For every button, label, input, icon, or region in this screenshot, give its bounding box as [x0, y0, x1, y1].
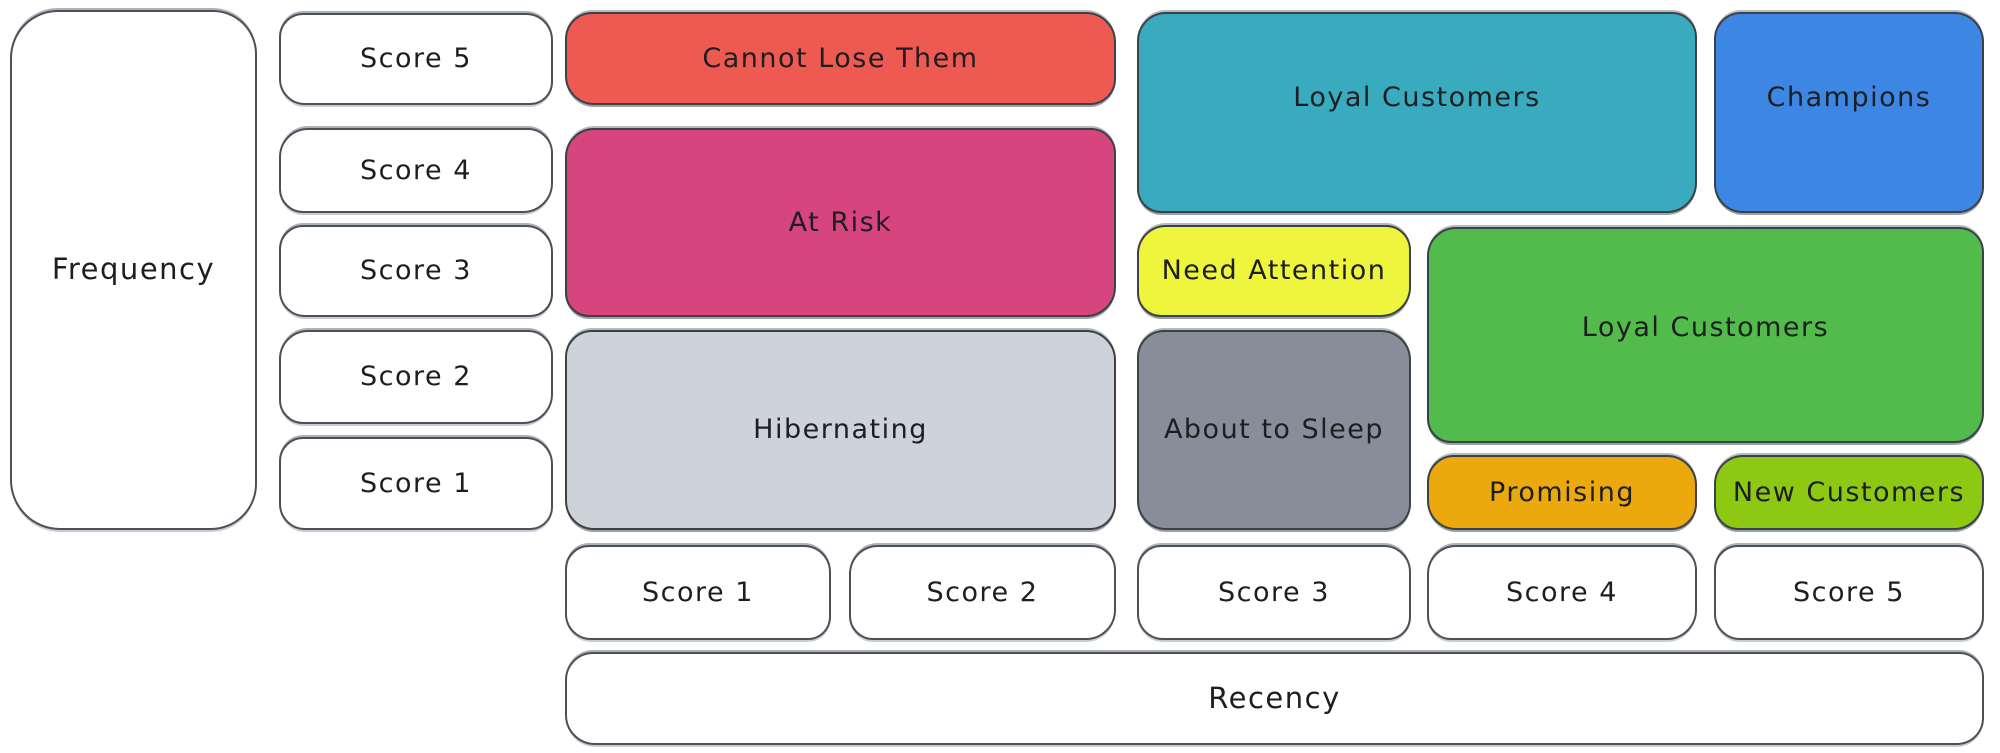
segment-about-to-sleep: About to Sleep — [1137, 330, 1411, 530]
segment-need-attention: Need Attention — [1137, 225, 1411, 317]
segment-cannot-lose-them: Cannot Lose Them — [565, 12, 1116, 105]
recency-score-5: Score 5 — [1714, 545, 1984, 640]
segment-hibernating: Hibernating — [565, 330, 1116, 530]
recency-score-1: Score 1 — [565, 545, 831, 640]
recency-axis-label: Recency — [565, 652, 1984, 745]
segment-promising: Promising — [1427, 455, 1697, 530]
frequency-score-4: Score 4 — [279, 128, 553, 213]
frequency-score-3: Score 3 — [279, 225, 553, 317]
segment-loyal-customers-upper: Loyal Customers — [1137, 12, 1697, 213]
recency-score-4: Score 4 — [1427, 545, 1697, 640]
recency-score-2: Score 2 — [849, 545, 1116, 640]
segment-at-risk: At Risk — [565, 128, 1116, 317]
frequency-score-1: Score 1 — [279, 437, 553, 530]
segment-loyal-customers-lower: Loyal Customers — [1427, 227, 1984, 443]
frequency-score-5: Score 5 — [279, 13, 553, 105]
frequency-axis-label: Frequency — [10, 10, 257, 530]
segment-new-customers: New Customers — [1714, 455, 1984, 530]
recency-score-3: Score 3 — [1137, 545, 1411, 640]
frequency-score-2: Score 2 — [279, 330, 553, 424]
segment-champions: Champions — [1714, 12, 1984, 213]
